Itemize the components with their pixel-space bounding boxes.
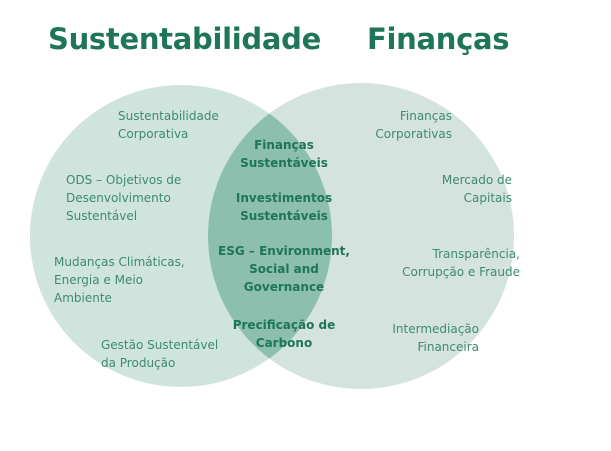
center-item-esg: ESG – Environment, Social and Governance [218,244,350,294]
center-item-precificacao-carbono: Precificação de Carbono [232,318,336,350]
financas-title: Finanças [367,22,510,56]
center-item-investimentos-sustentaveis: Investimentos Sustentáveis [235,191,333,223]
left-item-mudancas-climaticas: Mudanças Climáticas, Energia e Meio Ambi… [54,255,185,305]
right-item-transparencia: Transparência, Corrupção e Fraude [402,247,520,279]
right-item-financas-corporativas: Finanças Corporativas [375,109,452,141]
center-item-financas-sustentaveis: Finanças Sustentáveis [240,138,328,170]
left-item-sustentabilidade-corporativa: Sustentabilidade Corporativa [118,109,219,141]
right-item-mercado-capitais: Mercado de Capitais [441,173,512,205]
left-item-ods: ODS – Objetivos de Desenvolvimento Suste… [66,173,182,223]
right-item-intermediacao: Intermediação Financeira [392,322,479,354]
left-item-gestao-sustentavel: Gestão Sustentável da Produção [101,338,219,370]
overlap-region [208,85,332,387]
sustentabilidade-title: Sustentabilidade [48,22,321,56]
